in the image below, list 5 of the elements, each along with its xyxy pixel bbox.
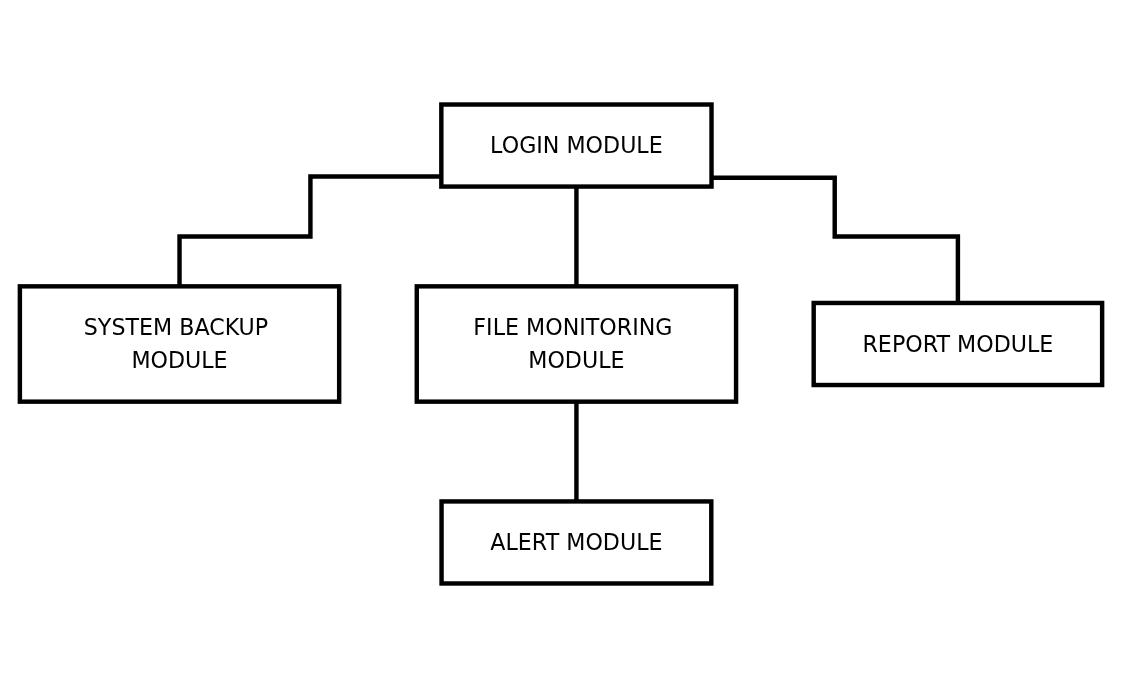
node-box: LOGIN MODULE (438, 101, 714, 189)
node-box: ALERT MODULE (438, 498, 713, 586)
node-box: SYSTEM BACKUP MODULE (17, 283, 341, 404)
node-box: FILE MONITORING MODULE (414, 283, 738, 404)
node-box: REPORT MODULE (810, 300, 1104, 387)
